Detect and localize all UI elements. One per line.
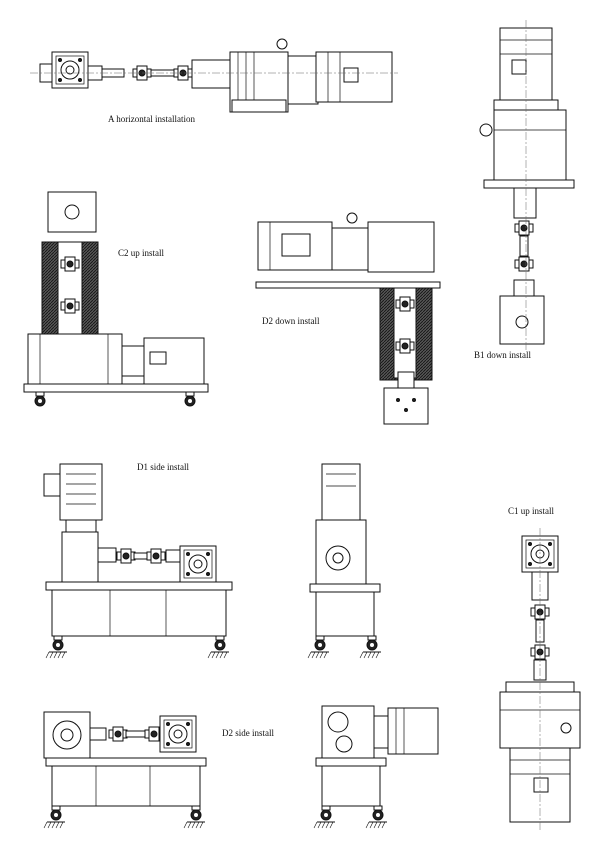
caption-d1-side: D1 side install bbox=[137, 462, 189, 472]
d1-side-assembly bbox=[43, 463, 233, 659]
d2-down-assembly bbox=[255, 212, 441, 425]
caption-d2-down: D2 down install bbox=[262, 316, 320, 326]
d2-end-view bbox=[313, 705, 439, 829]
a-horizontal-assembly bbox=[30, 38, 398, 113]
caption-d2-side: D2 side install bbox=[222, 728, 274, 738]
d1-end-view bbox=[307, 463, 382, 659]
b1-down-assembly bbox=[479, 20, 575, 352]
caption-a-horizontal: A horizontal installation bbox=[108, 114, 195, 124]
c2-up-assembly bbox=[23, 191, 209, 407]
caption-c2-up: C2 up install bbox=[118, 248, 165, 258]
caption-b1-down: B1 down install bbox=[474, 350, 532, 360]
d2-side-assembly bbox=[43, 711, 207, 829]
c1-up-assembly bbox=[499, 528, 581, 830]
caption-c1-up: C1 up install bbox=[508, 506, 555, 516]
